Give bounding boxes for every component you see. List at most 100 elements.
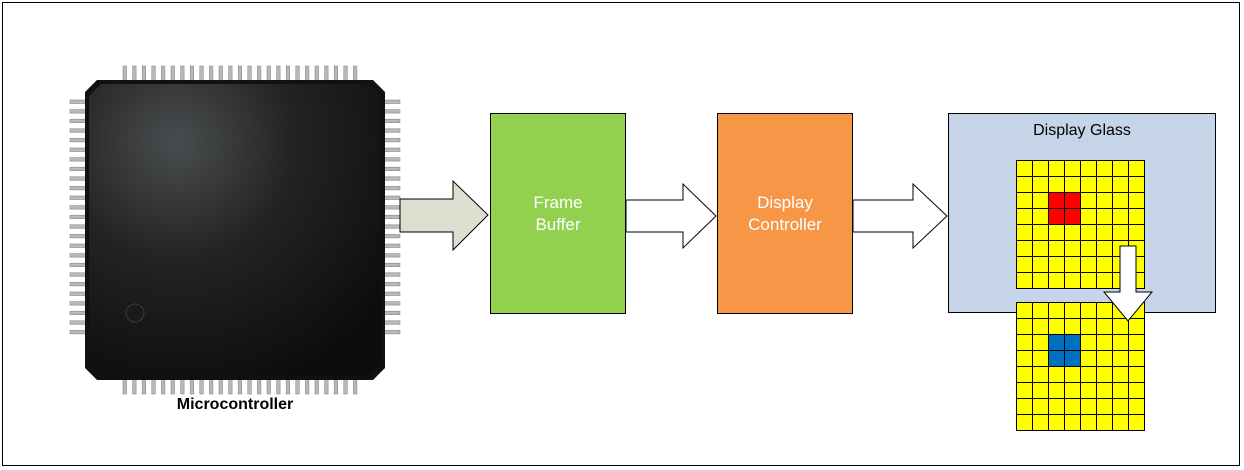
grid-before-pixel (1065, 273, 1081, 289)
chip-pin (69, 243, 87, 248)
display-controller-block: Display Controller (717, 113, 853, 314)
chip-pin (333, 65, 338, 82)
grid-before-pixel (1081, 161, 1097, 177)
chip-pin (218, 378, 223, 395)
grid-before-highlight-pixel (1065, 209, 1081, 225)
grid-before-pixel (1129, 257, 1145, 273)
chip-pin (383, 234, 401, 239)
chip-pin (228, 65, 233, 82)
chip-pin (209, 65, 214, 82)
grid-before-pixel (1017, 273, 1033, 289)
chip-pin (237, 65, 242, 82)
grid-after-pixel (1129, 383, 1145, 399)
grid-before-pixel (1113, 161, 1129, 177)
grid-after-pixel (1097, 367, 1113, 383)
grid-before-pixel (1081, 273, 1097, 289)
chip-pin (69, 195, 87, 200)
grid-after-pixel (1081, 367, 1097, 383)
grid-after-pixel (1049, 303, 1065, 319)
grid-before-pixel (1033, 209, 1049, 225)
chip-pin (69, 147, 87, 152)
grid-before-pixel (1097, 257, 1113, 273)
grid-after-pixel (1097, 303, 1113, 319)
grid-before-pixel (1113, 193, 1129, 209)
grid-after-pixel (1049, 415, 1065, 431)
grid-before-pixel (1033, 241, 1049, 257)
grid-before-pixel (1049, 241, 1065, 257)
chip-pin (199, 65, 204, 82)
grid-after-pixel (1081, 335, 1097, 351)
chip-pin (383, 301, 401, 306)
grid-after-pixel (1017, 351, 1033, 367)
chip-pin (161, 65, 166, 82)
frame-buffer-block: Frame Buffer (490, 113, 626, 314)
grid-after-pixel (1113, 399, 1129, 415)
chip-pin (69, 214, 87, 219)
grid-after-pixel (1113, 415, 1129, 431)
chip-pin (305, 65, 310, 82)
grid-after-pixel (1065, 415, 1081, 431)
arrow-controller-to-display-glass (852, 182, 948, 250)
chip-pin (237, 378, 242, 395)
chip-pin (383, 128, 401, 133)
grid-after-pixel (1033, 415, 1049, 431)
grid-after-pixel (1033, 335, 1049, 351)
chip-pin (383, 99, 401, 104)
grid-before-pixel (1065, 257, 1081, 273)
chip-pin (69, 166, 87, 171)
grid-after-highlight-pixel (1049, 351, 1065, 367)
grid-before-pixel (1129, 241, 1145, 257)
chip-pin (69, 282, 87, 287)
chip-pin (383, 205, 401, 210)
chip-pin (161, 378, 166, 395)
chip-pin (189, 65, 194, 82)
chip-pin (122, 378, 127, 395)
chip-pin (383, 224, 401, 229)
grid-before-pixel (1113, 241, 1129, 257)
grid-before-highlight-pixel (1049, 209, 1065, 225)
grid-after-pixel (1081, 319, 1097, 335)
grid-after-pixel (1097, 351, 1113, 367)
grid-before-pixel (1129, 273, 1145, 289)
chip-pin (170, 378, 175, 395)
chip-pin (383, 214, 401, 219)
grid-before-pixel (1049, 177, 1065, 193)
grid-before-pixel (1049, 273, 1065, 289)
grid-after-highlight-pixel (1049, 335, 1065, 351)
grid-after-pixel (1081, 415, 1097, 431)
grid-before-pixel (1129, 177, 1145, 193)
chip-pin (295, 65, 300, 82)
grid-before-pixel (1017, 257, 1033, 273)
grid-after-pixel (1017, 319, 1033, 335)
grid-after-pixel (1017, 415, 1033, 431)
grid-before-pixel (1065, 161, 1081, 177)
grid-after-pixel (1049, 367, 1065, 383)
chip-pin (151, 378, 156, 395)
grid-after-pixel (1017, 303, 1033, 319)
display-glass-label: Display Glass (1033, 122, 1131, 139)
chip-pin (170, 65, 175, 82)
microcontroller-label: Microcontroller (176, 396, 294, 413)
chip-pin (141, 65, 146, 82)
grid-after-pixel (1113, 335, 1129, 351)
grid-before-pixel (1017, 241, 1033, 257)
chip-pin (383, 138, 401, 143)
chip-pin (383, 118, 401, 123)
chip-pin (69, 320, 87, 325)
arrow-mcu-to-frame-buffer (399, 179, 489, 252)
grid-after-pixel (1033, 399, 1049, 415)
grid-after-pixel (1113, 383, 1129, 399)
display-controller-label-line1: Display (757, 192, 813, 212)
chip-pin (383, 186, 401, 191)
grid-after-pixel (1081, 399, 1097, 415)
grid-before-pixel (1081, 177, 1097, 193)
chip-pin (199, 378, 204, 395)
chip-pin (218, 65, 223, 82)
chip-pin (132, 378, 137, 395)
chip-pin (69, 128, 87, 133)
grid-before-pixel (1113, 225, 1129, 241)
chip-pin (247, 378, 252, 395)
grid-after-pixel (1097, 399, 1113, 415)
